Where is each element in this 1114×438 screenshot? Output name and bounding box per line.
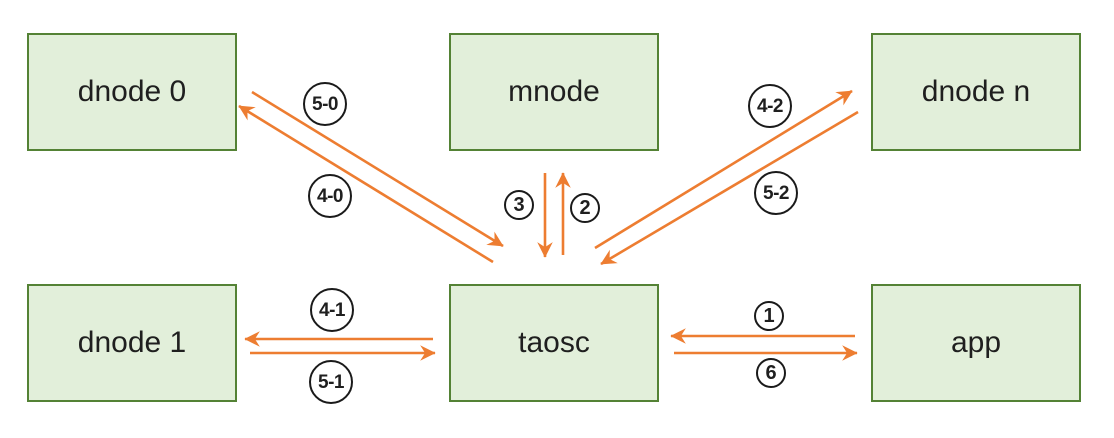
edge-label-4-0: 4-0 xyxy=(308,174,352,218)
node-dnode1: dnode 1 xyxy=(27,284,237,402)
edge-label-5-0: 5-0 xyxy=(303,82,347,126)
edge-label-6: 6 xyxy=(756,358,786,388)
node-app: app xyxy=(871,284,1081,402)
edge-label-4-1: 4-1 xyxy=(310,288,354,332)
node-taosc: taosc xyxy=(449,284,659,402)
node-dnode0: dnode 0 xyxy=(27,33,237,151)
edge-label-2: 2 xyxy=(570,193,600,223)
node-mnode: mnode xyxy=(449,33,659,151)
edge-label-3: 3 xyxy=(504,190,534,220)
arrow-dnode0-to-taosc xyxy=(251,90,504,248)
arrow-dnoden-to-taosc xyxy=(600,110,859,266)
arrow-taosc-to-dnoden xyxy=(594,89,853,250)
edge-label-4-2: 4-2 xyxy=(748,84,792,128)
edge-label-5-1: 5-1 xyxy=(309,360,353,404)
node-dnoden: dnode n xyxy=(871,33,1081,151)
edge-label-5-2: 5-2 xyxy=(754,171,798,215)
arrow-taosc-to-dnode0 xyxy=(238,104,494,264)
edge-label-1: 1 xyxy=(754,301,784,331)
